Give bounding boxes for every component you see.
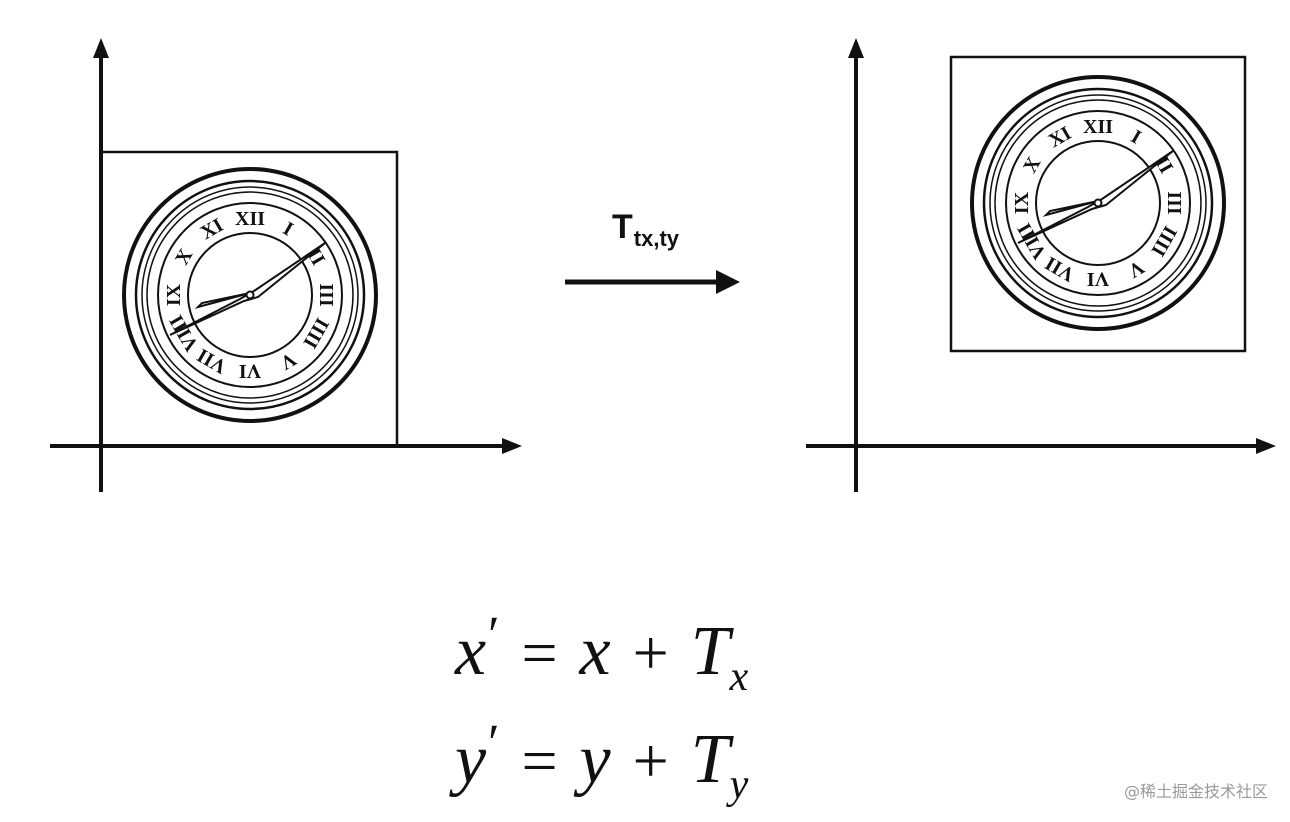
equation-x-T: T xyxy=(690,613,730,690)
right-image-frame xyxy=(949,55,1247,353)
equation-x: x′=x+Tx xyxy=(455,607,875,700)
equation-y-plus: + xyxy=(632,725,669,796)
equation-x-lhs: x xyxy=(455,613,487,690)
left-image-frame xyxy=(99,150,399,448)
equation-y: y′=y+Ty xyxy=(455,715,875,808)
equation-x-subscript: x xyxy=(729,654,749,700)
transform-label: Ttx,ty xyxy=(612,208,679,251)
watermark: @稀土掘金技术社区 xyxy=(1123,782,1268,801)
right-axes xyxy=(806,38,1276,492)
equation-y-lhs: y xyxy=(455,721,487,798)
transform-arrowhead xyxy=(716,270,740,294)
equation-y-prime: ′ xyxy=(488,715,500,772)
equation-x-rhs: x xyxy=(579,613,611,690)
left-clock-icon xyxy=(122,167,378,423)
equation-y-subscript: y xyxy=(729,762,749,808)
equation-y-equals: = xyxy=(521,725,558,796)
equation-y-rhs: y xyxy=(579,721,611,798)
right-clock-icon xyxy=(970,75,1226,331)
equation-y-T: T xyxy=(690,721,730,798)
equation-x-plus: + xyxy=(632,617,669,688)
transform-label-subscript: tx,ty xyxy=(633,226,680,251)
transform-label-main: T xyxy=(612,208,633,246)
equation-x-equals: = xyxy=(521,617,558,688)
equation-x-prime: ′ xyxy=(488,607,500,664)
